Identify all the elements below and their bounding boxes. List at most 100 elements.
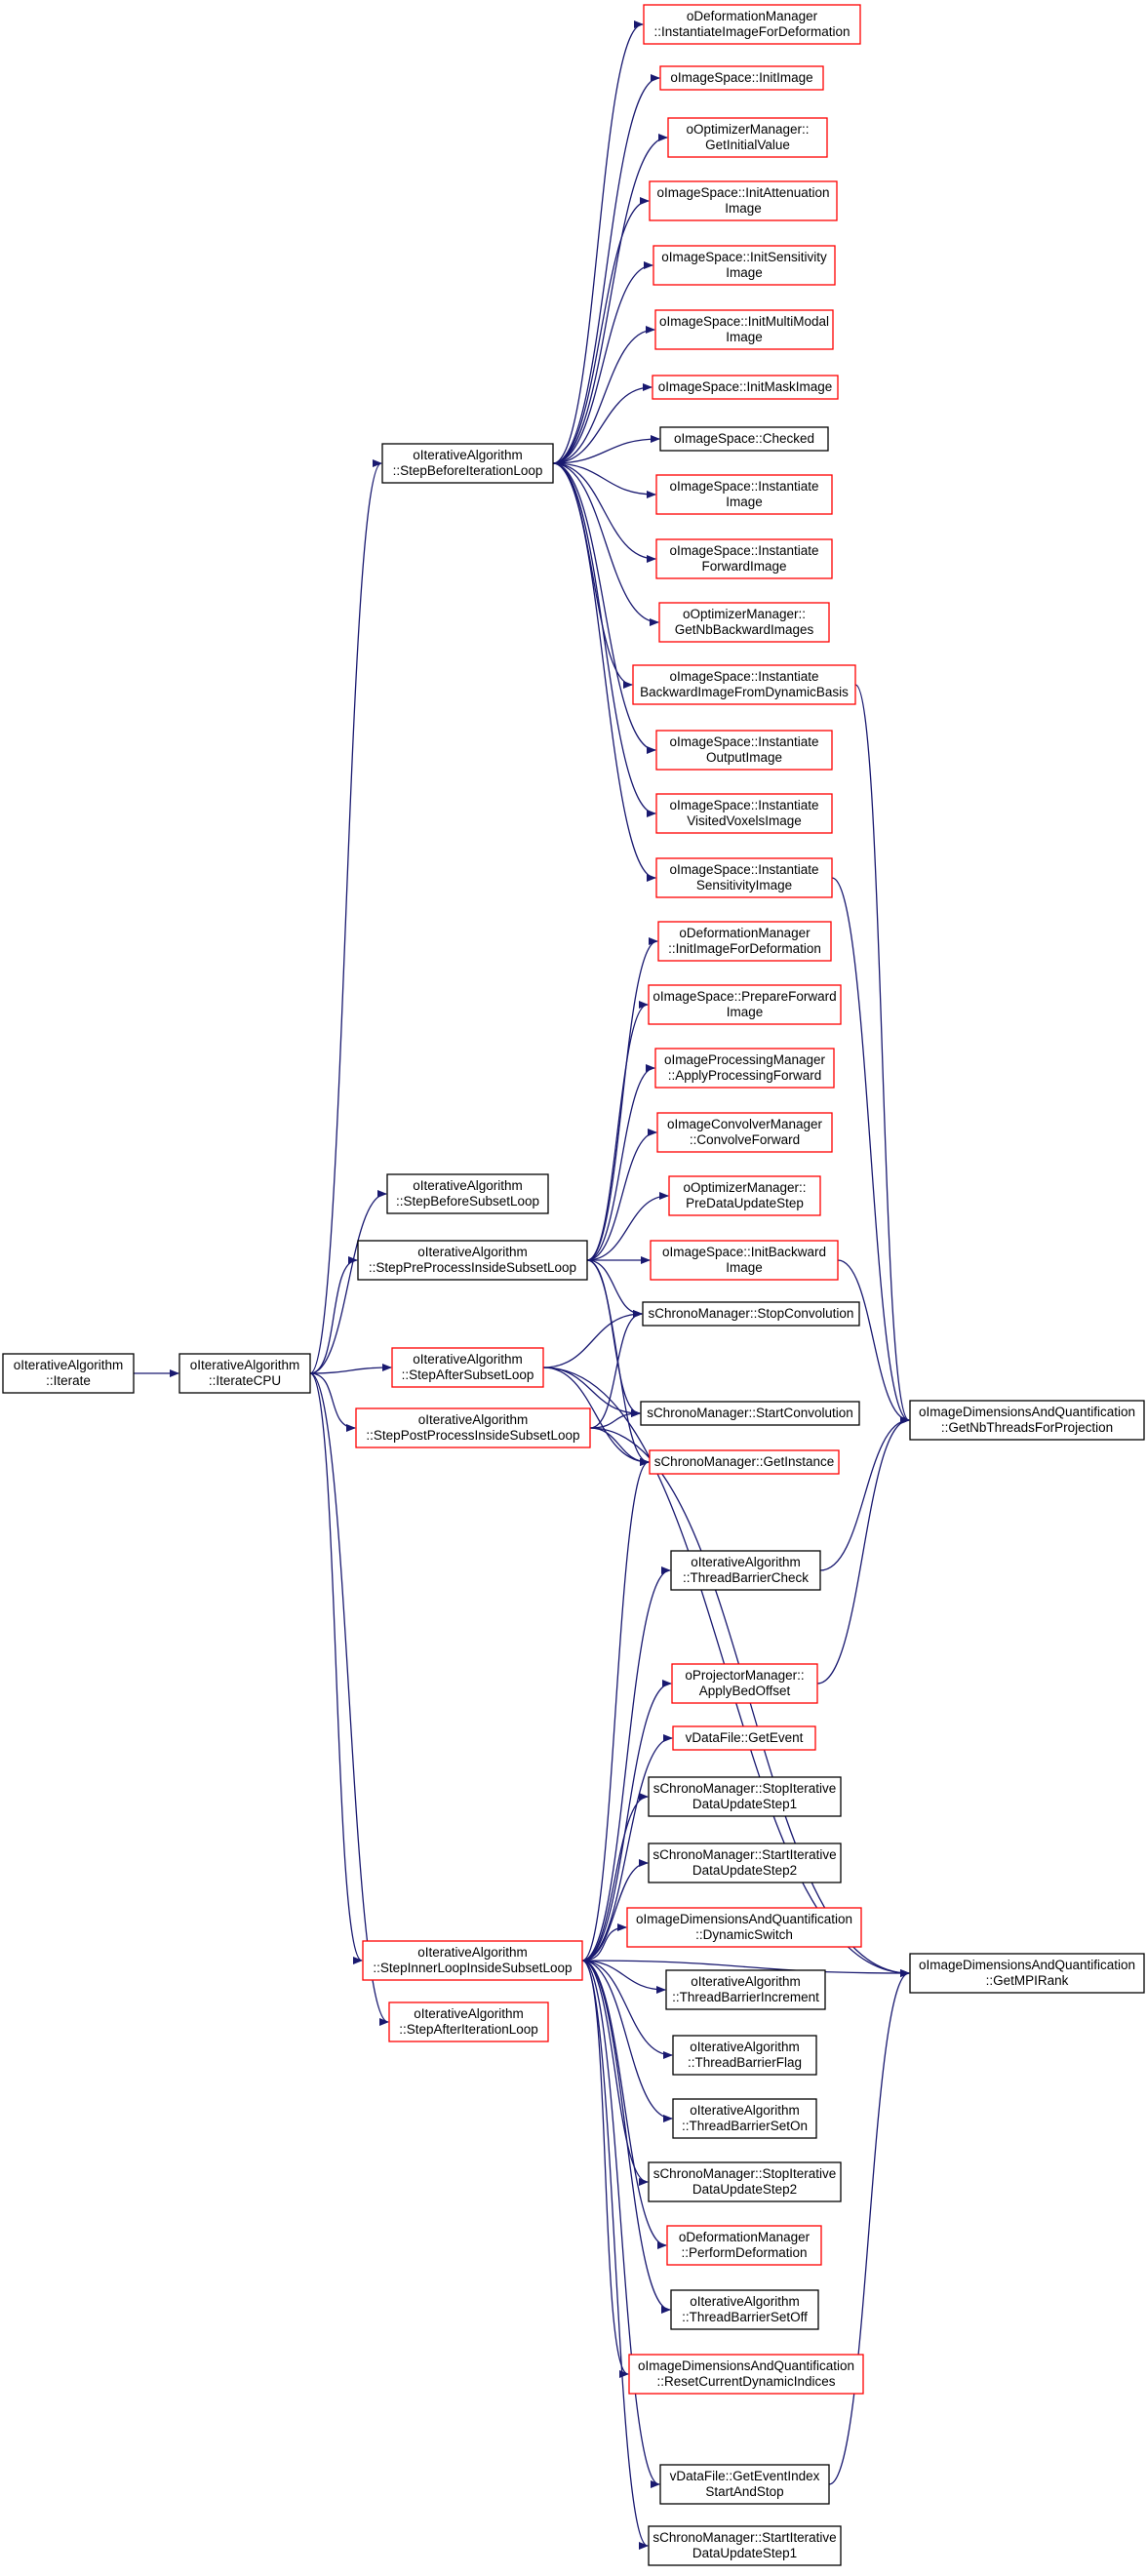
node-box — [649, 1449, 840, 1475]
node-startIterativeDataUpdateStep1[interactable]: sChronoManager::StartIterativeDataUpdate… — [648, 2525, 842, 2566]
node-box — [362, 1940, 583, 1981]
node-label-line: oDeformationManager — [687, 9, 818, 23]
node-stepAfterSubsetLoop[interactable]: oIterativeAlgorithm::StepAfterSubsetLoop — [391, 1347, 544, 1388]
node-label-line: ::InitImageForDeformation — [668, 941, 821, 956]
node-label-line: PreDataUpdateStep — [686, 1196, 804, 1210]
node-label-line: oOptimizerManager:: — [683, 607, 806, 621]
node-startConvolution[interactable]: sChronoManager::StartConvolution — [640, 1401, 860, 1426]
node-instantiateImageForDeformation[interactable]: oDeformationManager::InstantiateImageFor… — [643, 4, 861, 45]
node-initMaskImage[interactable]: oImageSpace::InitMaskImage — [652, 375, 839, 400]
node-box — [648, 1776, 842, 1817]
node-stepInnerLoopInsideSubsetLoop[interactable]: oIterativeAlgorithm::StepInnerLoopInside… — [362, 1940, 583, 1981]
node-getNbThreadsForProjection[interactable]: oImageDimensionsAndQuantification::GetNb… — [909, 1400, 1145, 1441]
node-label-line: vDataFile::GetEventIndex — [670, 2469, 820, 2483]
node-label-line: GetNbBackwardImages — [675, 622, 814, 637]
node-applyBedOffset[interactable]: oProjectorManager::ApplyBedOffset — [671, 1663, 818, 1704]
node-startIterativeDataUpdateStep2[interactable]: sChronoManager::StartIterativeDataUpdate… — [648, 1843, 842, 1883]
node-label-line: ::GetNbThreadsForProjection — [941, 1420, 1113, 1435]
node-checked[interactable]: oImageSpace::Checked — [659, 426, 829, 452]
node-label-line: ::DynamicSwitch — [695, 1927, 793, 1942]
node-label-line: oIterativeAlgorithm — [417, 1945, 528, 1960]
node-label-line: ::StepInnerLoopInsideSubsetLoop — [373, 1961, 572, 1975]
node-label-line: oImageDimensionsAndQuantification — [636, 1912, 852, 1926]
edge-stepInnerLoopInsideSubsetLoop-to-applyBedOffset — [581, 1680, 672, 1962]
node-stepPostProcessInsideSubsetLoop[interactable]: oIterativeAlgorithm::StepPostProcessInsi… — [355, 1407, 591, 1448]
node-stepAfterIterationLoop[interactable]: oIterativeAlgorithm::StepAfterIterationL… — [388, 2001, 549, 2042]
node-threadBarrierSetOff[interactable]: oIterativeAlgorithm::ThreadBarrierSetOff — [670, 2289, 819, 2330]
node-getInitialValue[interactable]: oOptimizerManager::GetInitialValue — [667, 117, 828, 158]
node-dynamicSwitch[interactable]: oImageDimensionsAndQuantification::Dynam… — [626, 1907, 862, 1948]
node-getNbBackwardImages[interactable]: oOptimizerManager::GetNbBackwardImages — [658, 602, 830, 643]
node-iterate[interactable]: oIterativeAlgorithm::Iterate — [2, 1353, 135, 1394]
node-label-line: oImageSpace::Instantiate — [669, 862, 818, 877]
edge-stepInnerLoopInsideSubsetLoop-to-getEventIndexStartAndStop — [581, 1960, 660, 2488]
node-label-line: ::ResetCurrentDynamicIndices — [656, 2374, 835, 2389]
node-box — [657, 921, 832, 962]
node-box — [655, 730, 833, 771]
node-stepBeforeSubsetLoop[interactable]: oIterativeAlgorithm::StepBeforeSubsetLoo… — [386, 1173, 549, 1214]
node-initImage[interactable]: oImageSpace::InitImage — [659, 65, 824, 91]
node-label-line: VisitedVoxelsImage — [687, 813, 802, 828]
edge-iterateCPU-to-stepBeforeIterationLoop — [309, 459, 382, 1374]
node-label-line: ::StepPreProcessInsideSubsetLoop — [369, 1260, 576, 1275]
node-label-line: oImageSpace::Instantiate — [669, 798, 818, 812]
node-stopIterativeDataUpdateStep2[interactable]: sChronoManager::StopIterativeDataUpdateS… — [648, 2161, 842, 2202]
node-performDeformation[interactable]: oDeformationManager::PerformDeformation — [666, 2225, 822, 2266]
node-box — [388, 2001, 549, 2042]
edge-stepPreProcessInsideSubsetLoop-to-preDataUpdateStep — [586, 1192, 669, 1261]
node-getInstance[interactable]: sChronoManager::GetInstance — [649, 1449, 840, 1475]
node-iterateCPU[interactable]: oIterativeAlgorithm::IterateCPU — [178, 1353, 311, 1394]
edge-stepInnerLoopInsideSubsetLoop-to-dynamicSwitch — [581, 1923, 627, 1962]
node-instantiateVisitedVoxelsImage[interactable]: oImageSpace::InstantiateVisitedVoxelsIma… — [655, 793, 833, 834]
node-label-line: Image — [726, 495, 763, 509]
node-applyProcessingForward[interactable]: oImageProcessingManager::ApplyProcessing… — [654, 1048, 835, 1089]
node-getEvent[interactable]: vDataFile::GetEvent — [672, 1725, 816, 1751]
node-label-line: Image — [726, 1260, 763, 1275]
node-box — [650, 1240, 839, 1281]
node-label-line: sChronoManager::StopConvolution — [649, 1306, 854, 1321]
node-box — [655, 474, 833, 515]
edge-stepInnerLoopInsideSubsetLoop-to-threadBarrierIncrement — [581, 1960, 666, 1994]
node-preDataUpdateStep[interactable]: oOptimizerManager::PreDataUpdateStep — [668, 1175, 821, 1216]
node-label-line: ::IterateCPU — [209, 1373, 281, 1388]
node-threadBarrierIncrement[interactable]: oIterativeAlgorithm::ThreadBarrierIncrem… — [665, 1969, 826, 2010]
node-box — [649, 180, 838, 221]
node-label-line: oIterativeAlgorithm — [413, 1352, 523, 1367]
edge-stepPreProcessInsideSubsetLoop-to-stopConvolution — [586, 1259, 643, 1318]
node-initImageForDeformation[interactable]: oDeformationManager::InitImageForDeforma… — [657, 921, 832, 962]
node-convolveForward[interactable]: oImageConvolverManager::ConvolveForward — [656, 1112, 833, 1153]
node-threadBarrierCheck[interactable]: oIterativeAlgorithm::ThreadBarrierCheck — [670, 1550, 821, 1591]
node-threadBarrierSetOn[interactable]: oIterativeAlgorithm::ThreadBarrierSetOn — [672, 2098, 817, 2139]
node-label-line: sChronoManager::StartIterative — [653, 1847, 836, 1862]
node-threadBarrierFlag[interactable]: oIterativeAlgorithm::ThreadBarrierFlag — [672, 2035, 817, 2076]
node-box — [2, 1353, 135, 1394]
node-label-line: oImageSpace::InitAttenuation — [656, 185, 829, 200]
node-label-line: oImageSpace::InitImage — [670, 70, 812, 85]
node-stepBeforeIterationLoop[interactable]: oIterativeAlgorithm::StepBeforeIteration… — [381, 443, 554, 484]
node-resetCurrentDynamicIndices[interactable]: oImageDimensionsAndQuantification::Reset… — [628, 2354, 864, 2395]
node-instantiateBackwardImageFromDynamicBasis[interactable]: oImageSpace::InstantiateBackwardImageFro… — [632, 664, 856, 705]
node-label-line: ForwardImage — [701, 559, 786, 574]
node-box — [357, 1240, 588, 1281]
edge-stepBeforeIterationLoop-to-getNbBackwardImages — [552, 462, 659, 626]
node-label-line: oOptimizerManager:: — [686, 122, 809, 137]
node-label-line: oIterativeAlgorithm — [413, 1178, 523, 1193]
node-stopIterativeDataUpdateStep1[interactable]: sChronoManager::StopIterativeDataUpdateS… — [648, 1776, 842, 1817]
node-getMPIRank[interactable]: oImageDimensionsAndQuantification::GetMP… — [909, 1953, 1145, 1994]
node-instantiateImage[interactable]: oImageSpace::InstantiateImage — [655, 474, 833, 515]
node-box — [355, 1407, 591, 1448]
node-box — [381, 443, 554, 484]
node-stopConvolution[interactable]: sChronoManager::StopConvolution — [642, 1301, 860, 1327]
node-stepPreProcessInsideSubsetLoop[interactable]: oIterativeAlgorithm::StepPreProcessInsid… — [357, 1240, 588, 1281]
node-label-line: ::StepBeforeIterationLoop — [393, 463, 543, 478]
node-label-line: oImageConvolverManager — [667, 1117, 823, 1131]
